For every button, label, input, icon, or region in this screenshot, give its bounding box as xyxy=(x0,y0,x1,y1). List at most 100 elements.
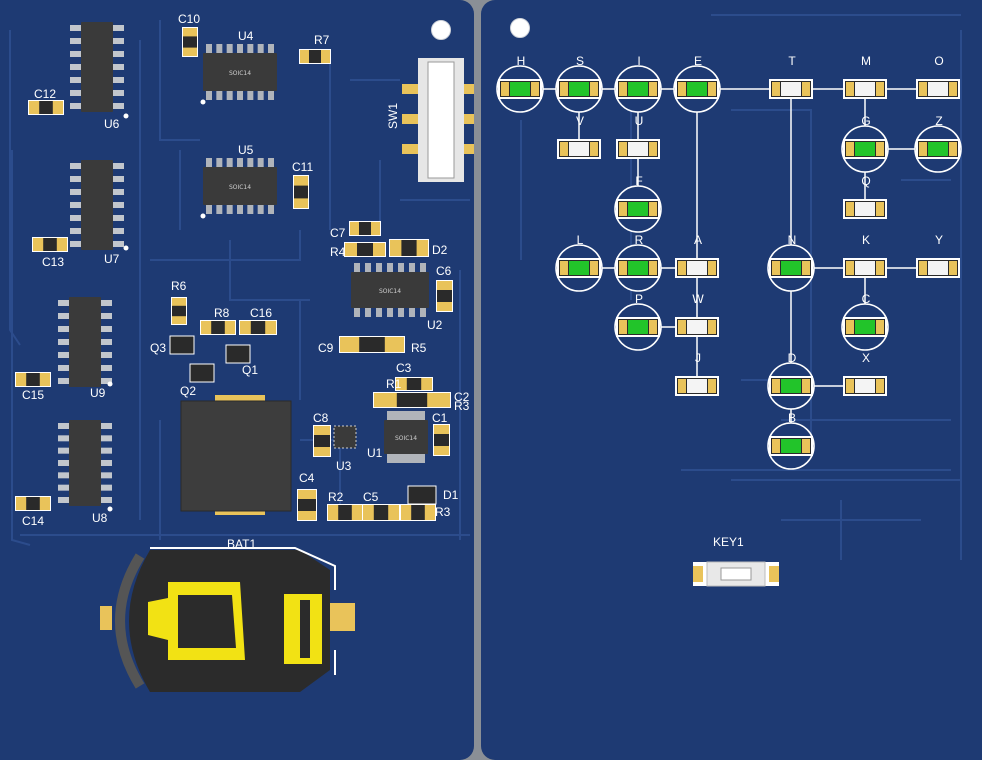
pad xyxy=(33,238,44,251)
led-pad xyxy=(949,142,957,156)
chip-marking: SOIC14 xyxy=(229,184,251,191)
label-key1: KEY1 xyxy=(713,535,744,549)
pad xyxy=(298,490,316,499)
pin xyxy=(101,484,112,491)
chip-body xyxy=(203,167,277,205)
label-u2: U2 xyxy=(427,318,443,332)
led-pad xyxy=(772,439,780,453)
switch-pad xyxy=(402,144,418,154)
led-pad xyxy=(876,82,884,96)
label-q2: Q2 xyxy=(180,384,197,398)
label-c8: C8 xyxy=(313,411,329,425)
pin xyxy=(398,308,404,317)
label-u4: U4 xyxy=(238,29,254,43)
inductor-pad xyxy=(215,395,265,405)
pin xyxy=(387,411,393,420)
led-label: B xyxy=(788,411,796,425)
pin xyxy=(257,44,264,53)
led-pad xyxy=(802,379,810,393)
pin xyxy=(413,411,420,420)
led-pad xyxy=(531,82,539,96)
pin xyxy=(70,202,81,208)
pin xyxy=(113,176,124,182)
led-lens xyxy=(628,142,648,156)
pad xyxy=(314,426,330,435)
led-lens xyxy=(928,142,948,156)
pin xyxy=(113,64,124,70)
led-label: H xyxy=(517,54,526,68)
pin xyxy=(70,103,81,109)
label-r7: R7 xyxy=(314,33,330,47)
led-u: U xyxy=(616,114,660,159)
pin xyxy=(206,44,212,53)
led-pad xyxy=(876,142,884,156)
pin xyxy=(70,38,81,44)
pin xyxy=(226,44,233,53)
led-lens xyxy=(628,82,648,96)
pin xyxy=(70,228,81,234)
pin xyxy=(58,423,69,429)
led-pad xyxy=(649,202,657,216)
label-c6: C6 xyxy=(436,264,452,278)
cap-c14 xyxy=(15,496,51,511)
pin xyxy=(58,435,69,442)
led-lens xyxy=(628,202,648,216)
led-lens xyxy=(687,261,707,275)
key-button xyxy=(720,567,752,581)
pin xyxy=(113,103,124,109)
led-lens xyxy=(628,320,648,334)
chip-u5: SOIC14 xyxy=(203,158,277,214)
led-i: I xyxy=(614,54,662,113)
diode-d2 xyxy=(389,239,429,257)
pin xyxy=(403,454,409,463)
pin xyxy=(70,64,81,70)
pin xyxy=(387,454,393,463)
res-r8 xyxy=(200,320,236,335)
pin1-marker xyxy=(200,213,206,219)
label-c15: C15 xyxy=(22,388,45,402)
pin xyxy=(408,411,415,420)
pin xyxy=(101,435,112,442)
pad xyxy=(421,378,432,390)
pad xyxy=(351,505,362,520)
label-r8: R8 xyxy=(214,306,230,320)
pin xyxy=(408,454,415,463)
pin xyxy=(397,454,404,463)
led-pad xyxy=(802,439,810,453)
pad xyxy=(183,28,197,37)
pad xyxy=(350,222,359,235)
led-label: G xyxy=(861,114,870,128)
pin xyxy=(237,44,243,53)
led-lens xyxy=(569,142,589,156)
led-pad xyxy=(619,320,627,334)
led-label: Q xyxy=(861,174,870,188)
led-pad xyxy=(876,320,884,334)
pin xyxy=(403,411,409,420)
led-lens xyxy=(855,82,875,96)
led-w: W xyxy=(675,292,719,337)
led-pad xyxy=(560,261,568,275)
res-r6 xyxy=(171,297,187,325)
led-pad xyxy=(619,142,627,156)
res-r3 xyxy=(400,504,436,521)
pad xyxy=(401,505,412,520)
led-pad xyxy=(949,82,957,96)
label-r2: R2 xyxy=(328,490,344,504)
chip-body xyxy=(384,420,428,454)
pad xyxy=(183,47,197,56)
led-lens xyxy=(855,261,875,275)
led-n: N xyxy=(767,233,815,292)
pad xyxy=(56,238,67,251)
led-g: G xyxy=(841,114,889,173)
led-label: Y xyxy=(935,233,943,247)
pin1-marker xyxy=(123,245,129,251)
pin xyxy=(58,300,69,306)
transistor-q2 xyxy=(189,363,215,383)
label-c14: C14 xyxy=(22,514,45,528)
pad xyxy=(434,425,449,434)
led-r: R xyxy=(614,233,662,292)
pad xyxy=(201,321,212,334)
res-r4 xyxy=(344,242,386,257)
